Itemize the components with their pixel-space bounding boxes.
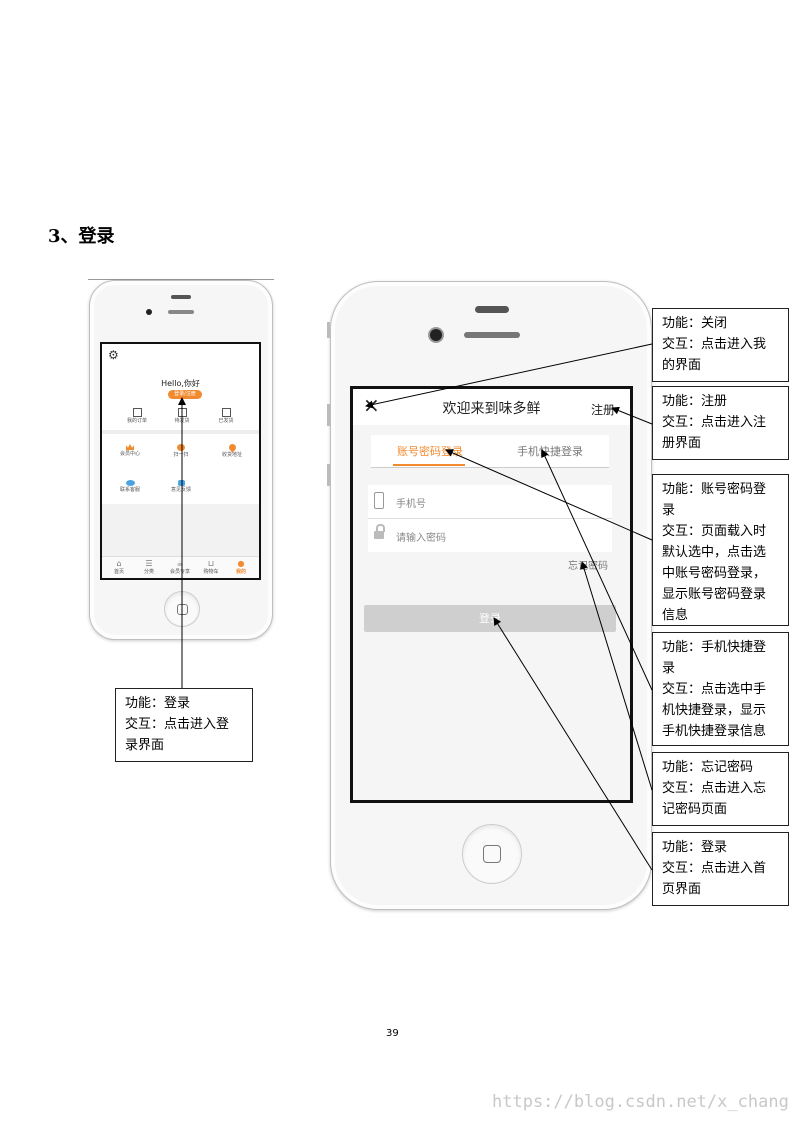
greeting-text: Hello,你好 bbox=[161, 379, 200, 388]
tab-home[interactable]: ⌂ 首页 bbox=[104, 559, 134, 575]
small-login-button[interactable]: 登录/注册 bbox=[168, 390, 202, 399]
grid-label: 意见反馈 bbox=[170, 487, 191, 493]
user-icon: ● bbox=[237, 559, 245, 568]
arrow-phone-login bbox=[541, 449, 653, 691]
section-gap bbox=[102, 430, 259, 434]
home-square-icon bbox=[483, 845, 501, 863]
arrow-close bbox=[365, 343, 653, 409]
grid-item[interactable]: 扫一扫 bbox=[161, 444, 201, 458]
home-icon: ⌂ bbox=[116, 559, 122, 568]
cup-icon: ☕ bbox=[176, 559, 184, 568]
divider-line bbox=[88, 279, 274, 280]
small-phone-frame: ⚙ Hello,你好 登录/注册 我的订单 待发货 已发货 会员中心 bbox=[89, 280, 273, 640]
order-icon bbox=[132, 408, 142, 417]
callout-close: 功能：关闭交互：点击进入我的界面 bbox=[652, 308, 789, 382]
large-home-button[interactable] bbox=[462, 824, 522, 884]
register-link[interactable]: 注册 bbox=[591, 403, 616, 417]
active-tab-indicator bbox=[393, 464, 465, 466]
tab-category[interactable]: ☰ 分类 bbox=[134, 559, 164, 575]
grid-item[interactable]: 联系客服 bbox=[110, 480, 150, 493]
small-phone-earpiece bbox=[168, 310, 194, 314]
small-phone-speaker bbox=[171, 295, 191, 299]
section-heading: 3、登录 bbox=[48, 226, 115, 247]
watermark-text: https://blog.csdn.net/x_chang bbox=[492, 1092, 789, 1112]
grid-label: 会员中心 bbox=[119, 451, 140, 457]
large-phone-earpiece bbox=[464, 332, 520, 338]
empty-area bbox=[102, 504, 259, 556]
grid-label: 收货地址 bbox=[221, 452, 242, 458]
tab-label: 分类 bbox=[143, 569, 154, 575]
eye-icon bbox=[125, 480, 135, 486]
tab-cart[interactable]: ⊔ 购物车 bbox=[196, 559, 226, 575]
grid-label: 联系客服 bbox=[119, 487, 140, 493]
password-field[interactable]: 请输入密码 bbox=[368, 519, 612, 552]
large-phone-speaker bbox=[475, 306, 509, 313]
gear-icon[interactable]: ⚙ bbox=[108, 348, 119, 362]
arrow-forgot-password bbox=[580, 561, 653, 791]
callout-forgot-password: 功能：忘记密码交互：点击进入忘记密码页面 bbox=[652, 752, 789, 826]
tab-mine[interactable]: ● 我的 bbox=[226, 559, 256, 575]
login-screen: × 欢迎来到味多鲜 注册 账号密码登录 手机快捷登录 手机号 请输入密码 忘记密… bbox=[350, 386, 633, 803]
mute-switch bbox=[327, 322, 330, 338]
arrow-login bbox=[493, 617, 653, 871]
scan-icon bbox=[177, 444, 185, 451]
lock-shackle bbox=[376, 524, 385, 532]
category-icon: ☰ bbox=[145, 559, 153, 568]
large-phone-frame: × 欢迎来到味多鲜 注册 账号密码登录 手机快捷登录 手机号 请输入密码 忘记密… bbox=[327, 281, 652, 910]
feedback-icon bbox=[177, 480, 185, 486]
tab-label: 会员专享 bbox=[169, 569, 190, 575]
order-item[interactable]: 已发货 bbox=[207, 408, 245, 424]
tab-label: 首页 bbox=[113, 569, 124, 575]
phone-icon bbox=[374, 492, 384, 509]
tab-bar: ⌂ 首页 ☰ 分类 ☕ 会员专享 ⊔ 购物车 ● 我的 bbox=[102, 556, 259, 578]
small-phone-camera bbox=[146, 309, 152, 315]
grid-item[interactable]: 收货地址 bbox=[212, 442, 252, 458]
lock-icon bbox=[374, 531, 384, 539]
arrow-register bbox=[611, 406, 653, 425]
volume-down-button bbox=[327, 464, 330, 486]
grid-item[interactable]: 意见反馈 bbox=[161, 480, 201, 493]
forgot-password-link[interactable]: 忘记密码 bbox=[568, 561, 608, 572]
tab-label: 我的 bbox=[235, 569, 246, 575]
cart-icon: ⊔ bbox=[207, 559, 215, 568]
large-phone-camera bbox=[430, 329, 442, 341]
grid-item[interactable]: 会员中心 bbox=[110, 444, 150, 457]
page-number: 39 bbox=[386, 1028, 399, 1039]
order-label: 我的订单 bbox=[126, 418, 147, 424]
small-phone-screen: ⚙ Hello,你好 登录/注册 我的订单 待发货 已发货 会员中心 bbox=[100, 342, 261, 580]
order-label: 已发货 bbox=[218, 418, 234, 424]
shipped-icon bbox=[221, 408, 231, 417]
tab-member[interactable]: ☕ 会员专享 bbox=[164, 559, 196, 575]
password-placeholder: 请输入密码 bbox=[396, 533, 446, 544]
phone-placeholder: 手机号 bbox=[396, 499, 426, 510]
order-item[interactable]: 我的订单 bbox=[118, 408, 156, 424]
callout-login: 功能：登录交互：点击进入首页界面 bbox=[652, 832, 789, 906]
callout-account-login: 功能：账号密码登录交互：页面载入时默认选中，点击选中账号密码登录，显示账号密码登… bbox=[652, 474, 789, 626]
tab-label: 购物车 bbox=[203, 569, 219, 575]
volume-up-button bbox=[327, 404, 330, 426]
login-title: 欢迎来到味多鲜 bbox=[442, 401, 541, 417]
callout-register: 功能：注册交互：点击进入注册界面 bbox=[652, 386, 789, 460]
arrow-account-login bbox=[445, 449, 653, 541]
callout-phone-login: 功能：手机快捷登录交互：点击选中手机快捷登录，显示手机快捷登录信息 bbox=[652, 632, 789, 746]
tab-phone-login[interactable]: 手机快捷登录 bbox=[517, 445, 583, 458]
crown-icon bbox=[126, 444, 134, 450]
grid-label: 扫一扫 bbox=[173, 452, 189, 458]
callout-small-login: 功能：登录交互：点击进入登录界面 bbox=[115, 688, 253, 762]
